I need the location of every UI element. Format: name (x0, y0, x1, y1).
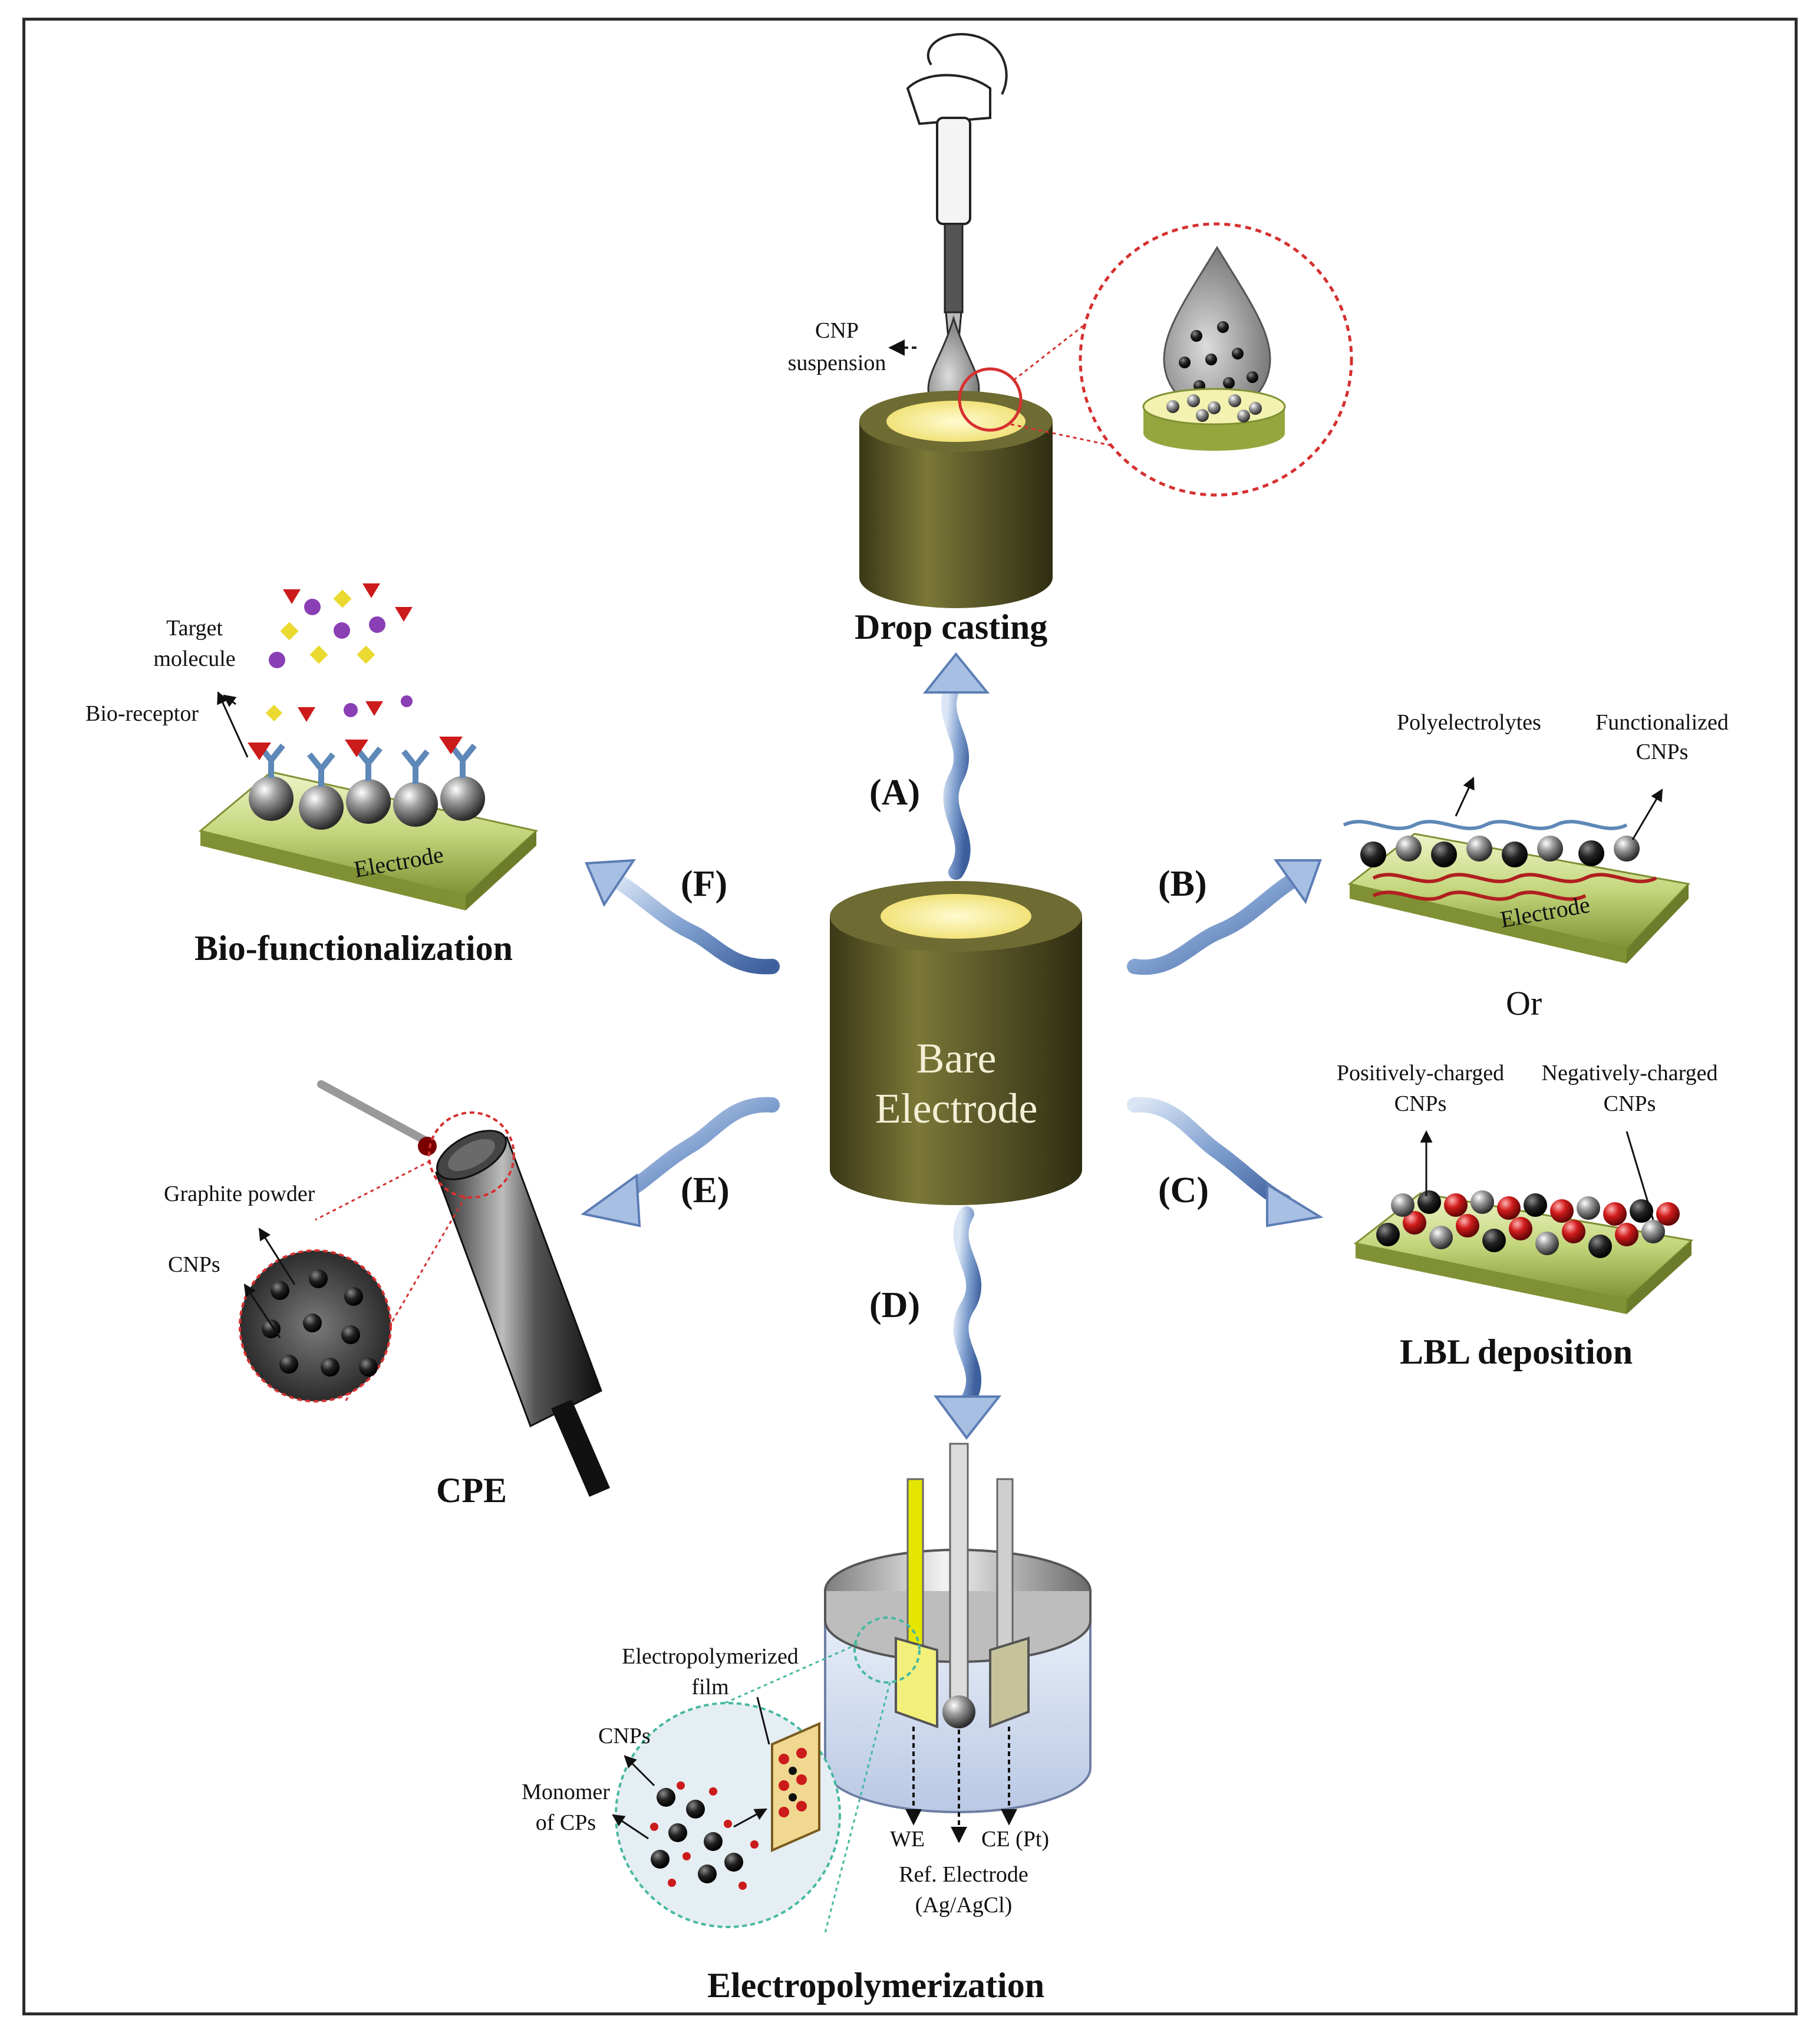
cpe-zoom-callout (239, 1111, 515, 1403)
step-b-label: (B) (1158, 864, 1207, 904)
or-label: Or (1506, 984, 1542, 1022)
lbl-platform (1353, 1192, 1694, 1314)
figure-border (22, 18, 1798, 2015)
film-label-line (756, 1697, 770, 1745)
drop-casting-title: Drop casting (855, 608, 1048, 646)
step-e-label: (E) (681, 1170, 730, 1210)
cnp-label: CNP (815, 318, 859, 343)
step-f-label: (F) (681, 864, 728, 904)
step-d-label: (D) (869, 1285, 921, 1325)
bare-electrode-label-line2: Electrode (875, 1085, 1038, 1132)
arrow-b (1127, 859, 1322, 975)
negative-cnps-label: CNPs (1603, 1091, 1656, 1116)
cpe-title: CPE (436, 1471, 507, 1510)
polyelectrolyte-platform (1343, 820, 1691, 963)
film-label-line2: film (691, 1675, 729, 1700)
functionalized-cnps-label: CNPs (1636, 740, 1689, 764)
bare-electrode-label-line1: Bare (916, 1035, 997, 1082)
bioreceptor-label: Bio-receptor (85, 701, 199, 726)
arrow-d (934, 1206, 1002, 1440)
cpe-cnps-arrow (243, 1283, 281, 1338)
lbl-charged-cnps (1376, 1190, 1680, 1258)
cnps-d-arrow (624, 1755, 655, 1787)
arrow-f (585, 859, 780, 975)
monomer-arrow (612, 1814, 649, 1840)
functionalized-label: Functionalized (1595, 710, 1729, 735)
arrow-c (1127, 1097, 1324, 1227)
step-c-label: (C) (1158, 1170, 1209, 1210)
polyelectrolytes-label: Polyelectrolytes (1397, 710, 1541, 735)
film-formation-arrow (733, 1808, 767, 1828)
polyelectrolyte-arrow (1455, 777, 1475, 817)
positive-cnps-label: CNPs (1394, 1091, 1447, 1116)
negative-charged-label: Negatively-charged (1541, 1061, 1718, 1085)
ref-electrode-label: Ref. Electrode (899, 1862, 1028, 1887)
arrow-a (922, 652, 990, 880)
graphite-powder-label: Graphite powder (164, 1182, 315, 1206)
we-label: WE (890, 1827, 925, 1852)
cpe-electrode (317, 1080, 610, 1497)
drop-casting-electrode (859, 391, 1053, 608)
ref-electrode-type-label: (Ag/AgCl) (915, 1893, 1013, 1918)
negative-cnps-line (1626, 1131, 1654, 1220)
bioreceptor-arrow (217, 691, 249, 758)
lbl-deposition-title: LBL deposition (1400, 1332, 1633, 1371)
arrow-e (581, 1097, 780, 1227)
target-label-line2: molecule (153, 646, 236, 671)
graphite-arrow (258, 1227, 296, 1285)
d-cnps-label: CNPs (598, 1724, 651, 1748)
suspension-label: suspension (787, 351, 886, 375)
monomer-label-line1: Monomer (522, 1780, 610, 1804)
bio-functionalization-title: Bio-functionalization (194, 929, 513, 968)
bare-electrode-cylinder (830, 881, 1082, 1205)
step-a-label: (A) (869, 773, 921, 813)
cpe-cnps-label: CNPs (168, 1252, 220, 1277)
ce-label: CE (Pt) (981, 1827, 1050, 1852)
functionalized-arrow (1631, 788, 1663, 840)
film-label-line1: Electropolymerized (622, 1644, 799, 1669)
bio-receptor-spheres (248, 737, 485, 830)
pipette-icon (906, 33, 1008, 372)
positive-charged-label: Positively-charged (1336, 1061, 1505, 1085)
target-label-line1: Target (166, 616, 223, 641)
zoom-callout-a (958, 222, 1353, 497)
electropoly-zoom-callout (615, 1616, 921, 1933)
target-arrow (223, 694, 237, 707)
monomer-label-line2: of CPs (535, 1810, 596, 1835)
target-molecules (265, 583, 413, 722)
electrochemical-cell (824, 1443, 1092, 1813)
electropolymerization-title: Electropolymerization (707, 1966, 1045, 2005)
